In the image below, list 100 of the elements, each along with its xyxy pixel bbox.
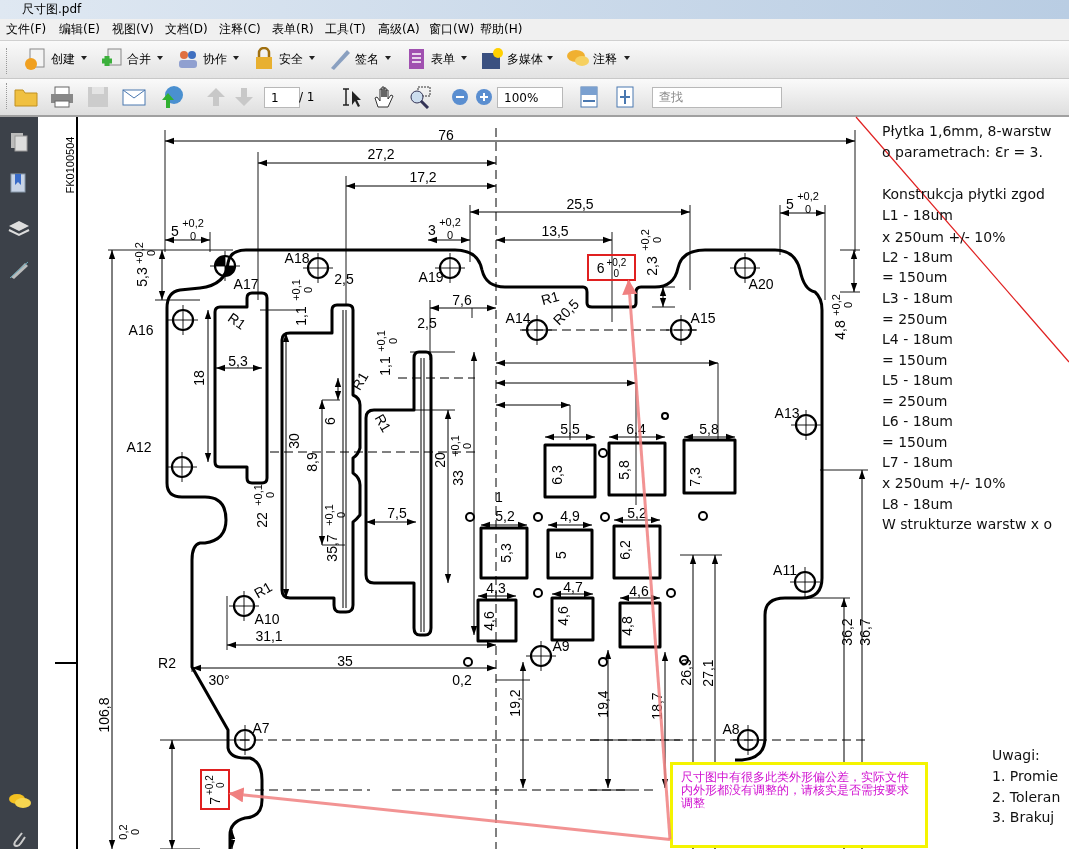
note-line: L3 - 18um: [882, 291, 953, 305]
dimension-value: 4,3: [486, 581, 506, 595]
menu-item: 注释(C): [219, 23, 261, 35]
note-line: L5 - 18um: [882, 373, 953, 387]
dimension-value: 7,6: [452, 293, 472, 307]
tolerance-value: +0,2: [797, 190, 819, 202]
menu-item: 表单(R): [272, 23, 314, 35]
leader-arrow: [622, 279, 672, 840]
tolerance-value: 0: [189, 230, 197, 242]
hole-label: A8: [722, 722, 740, 736]
radius-value: R2: [158, 656, 176, 670]
dimension-value: 33: [451, 470, 465, 486]
tolerance-value: 0: [145, 249, 157, 257]
tolerance-value: 0: [804, 203, 812, 215]
tolerance-value: 0: [613, 267, 620, 279]
hole-label: A17: [233, 277, 259, 291]
note-line: Płytka 1,6mm, 8-warstw: [882, 124, 1052, 138]
note-line: L7 - 18um: [882, 455, 953, 469]
page-number-field: 1: [264, 87, 300, 108]
tolerance-value: 0: [215, 781, 226, 788]
dimension-value: 76: [438, 128, 454, 142]
hole-label: A15: [690, 311, 716, 325]
dimension-value: 8,9: [305, 452, 319, 472]
menu-item: 视图(V): [112, 23, 154, 35]
tolerance-value: +0,2: [830, 294, 842, 316]
dimension-value: 7,3: [688, 467, 702, 487]
tolerance-value: 0: [302, 286, 314, 294]
menu-item: 编辑(E): [59, 23, 100, 35]
dimension-value: 5,5: [560, 422, 580, 436]
menu-item: 工具(T): [325, 23, 366, 35]
tolerance-value: +0,1: [252, 484, 264, 506]
note-line: 2. Toleran: [992, 790, 1061, 804]
hole-label: A16: [128, 323, 154, 337]
comment-box: [670, 762, 928, 848]
tolerance-value: +0,1: [290, 279, 302, 301]
dimension-value: 35: [337, 654, 353, 668]
dimension-value: 19,2: [508, 689, 522, 717]
dimension-value: 2,5: [334, 272, 354, 286]
highlight-box: [587, 254, 636, 281]
tolerance-value: 0: [129, 828, 141, 836]
note-line: x 250um +/- 10%: [882, 476, 1006, 490]
menu-item: 帮助(H): [480, 23, 523, 35]
toolbar-menu-label: 安全: [279, 53, 303, 65]
menu-item: 文件(F): [6, 23, 47, 35]
dimension-value: 4,8: [833, 320, 847, 340]
dimension-value: 6,3: [550, 465, 564, 485]
dimension-value: 5: [171, 224, 179, 238]
dimension-value: 5,2: [495, 509, 515, 523]
hole-label: A14: [505, 311, 531, 325]
tolerance-value: +0,2: [133, 242, 145, 264]
hole-label: A11: [773, 563, 797, 577]
dimension-value: 1,1: [294, 306, 308, 326]
dimension-value: 6: [323, 417, 337, 425]
dimension-value: 4,6: [556, 606, 570, 626]
tolerance-value: 0: [842, 301, 854, 309]
dimension-value: 18,7: [650, 692, 664, 720]
note-line: = 150um: [882, 270, 948, 284]
dimension-value: 106,8: [97, 697, 111, 733]
dimension-value: 4,6: [629, 584, 649, 598]
hole-label: A9: [552, 639, 570, 653]
note-line: L8 - 18um: [882, 497, 953, 511]
dimension-value: 20: [433, 452, 447, 468]
dimension-value: 6,2: [618, 540, 632, 560]
note-line: L2 - 18um: [882, 250, 953, 264]
tolerance-value: +0,2: [204, 774, 215, 795]
tolerance-value: +0,2: [639, 229, 651, 251]
hole-label: A7: [252, 721, 270, 735]
note-line: = 250um: [882, 394, 948, 408]
dimension-value: 5: [554, 551, 568, 559]
dimension-value: 4,8: [620, 616, 634, 636]
hole-label: A12: [126, 440, 152, 454]
dimension-value: 31,1: [255, 629, 283, 643]
tolerance-value: 0: [461, 442, 473, 450]
note-line: = 150um: [882, 435, 948, 449]
note-line: W strukturze warstw x o: [882, 517, 1053, 531]
dimension-value: 5,2: [627, 506, 647, 520]
toolbar-menu-label: 签名: [355, 53, 379, 65]
dimension-value: 5,3: [499, 543, 513, 563]
dimension-value: 6: [596, 260, 605, 275]
hole-label: A20: [748, 277, 774, 291]
menu-item: 窗口(W): [429, 23, 475, 35]
dimension-value: 36,2: [840, 618, 854, 646]
note-line: Uwagi:: [992, 748, 1040, 762]
dimension-value: 18: [192, 370, 206, 386]
dimension-value: 6,4: [626, 422, 646, 436]
note-line: 3. Brakuj: [992, 810, 1055, 824]
radius-value: R1: [251, 579, 275, 601]
dimension-value: 0,2: [452, 673, 472, 687]
search-field: 查找: [652, 87, 782, 108]
dimension-value: 1,1: [378, 356, 392, 376]
tolerance-value: +0,1: [323, 504, 335, 526]
note-line: L6 - 18um: [882, 414, 953, 428]
menu-item: 高级(A): [378, 23, 420, 35]
dimension-value: 4,6: [482, 611, 496, 631]
dimension-value: 17,2: [409, 170, 437, 184]
tolerance-value: +0,1: [375, 330, 387, 352]
dimension-value: 5,3: [135, 267, 149, 287]
toolbar-menu-label: 协作: [203, 53, 227, 65]
tolerance-value: +0,1: [449, 435, 461, 457]
page-count: / 1: [299, 91, 315, 103]
